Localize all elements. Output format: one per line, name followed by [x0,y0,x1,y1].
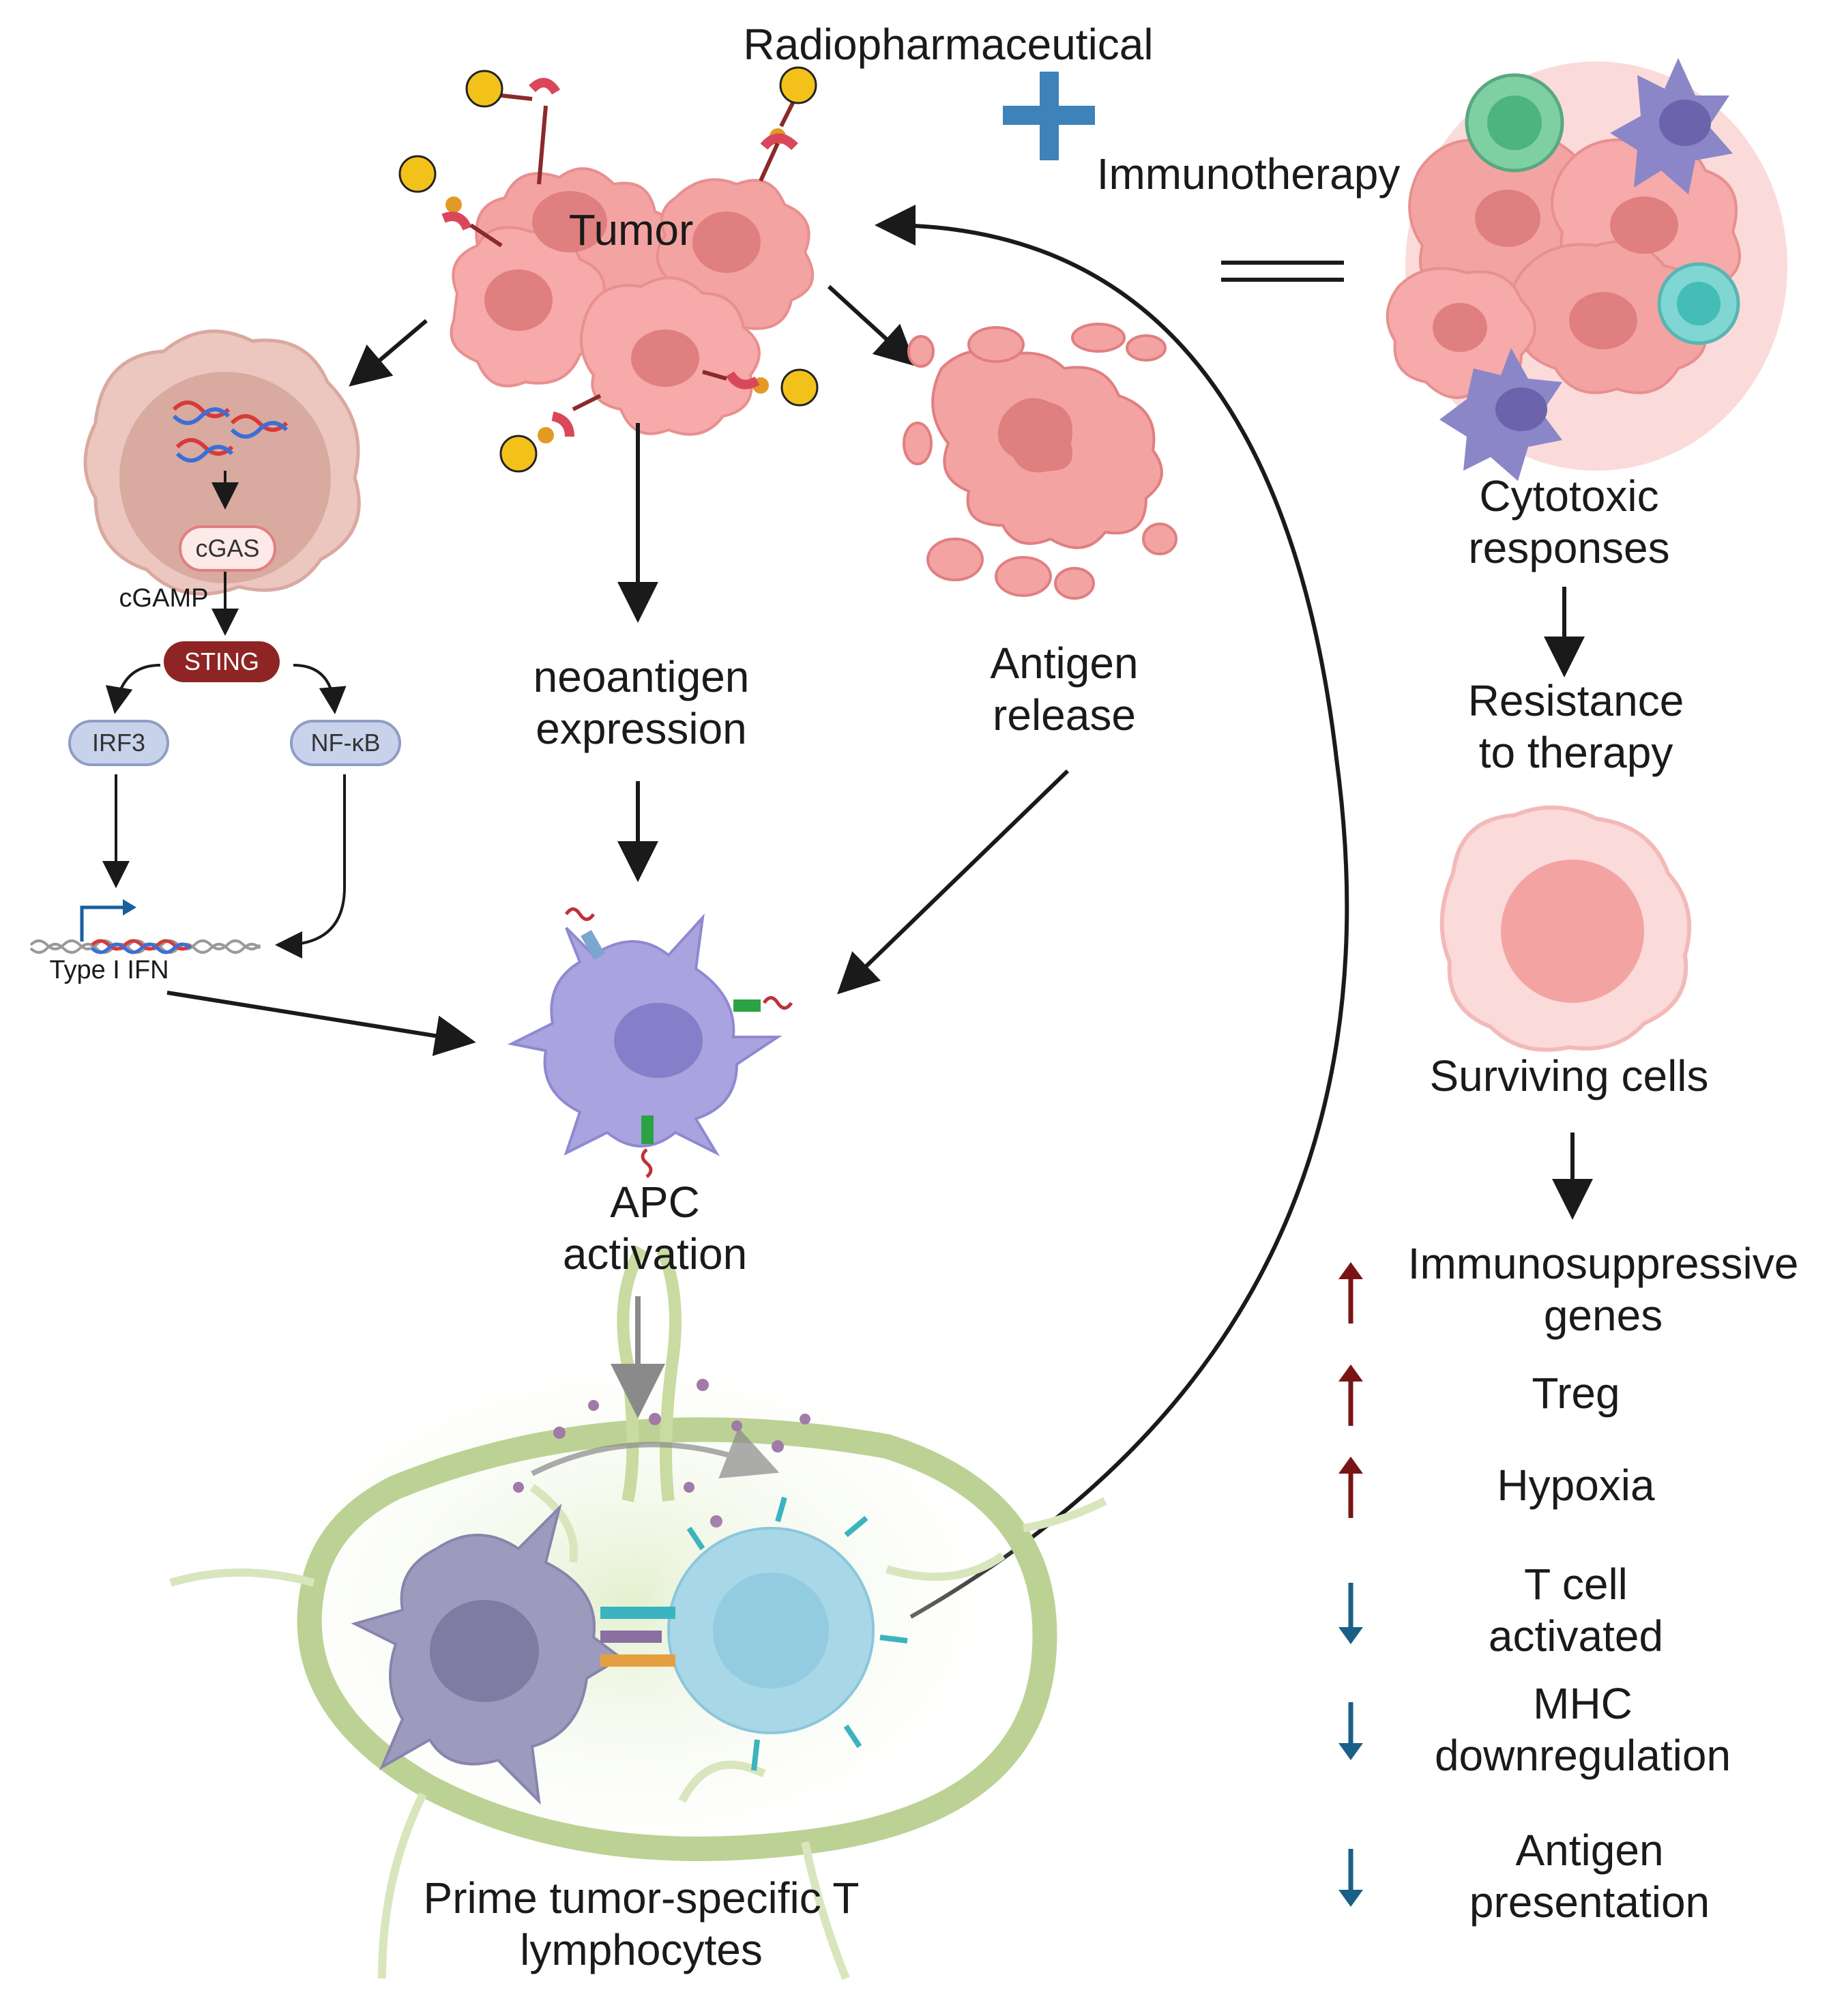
factor-antigen-presentation: Antigen presentation [1469,1826,1710,1927]
factor-mhc-downregulation: MHC downregulation [1434,1679,1731,1780]
tumor-immune-cluster [1386,58,1787,481]
type-i-ifn-label: Type I IFN [49,956,169,984]
antigen-release-fragments [903,323,1177,600]
main-arrows [166,205,1593,1619]
lymph-node [169,1245,1107,1981]
pathway-connectors [102,566,347,959]
plus-icon [1003,72,1095,160]
tumor-label: Tumor [568,205,694,254]
prime-t-lymphocytes-label: Prime tumor-specific T lymphocytes [423,1873,860,1974]
tumor-cluster [450,167,815,436]
neoantigen-label: neoantigen expression [533,652,750,753]
cgamp-label: cGAMP [119,584,209,613]
ifn-gene [29,899,261,954]
surviving-cells-label: Surviving cells [1429,1051,1709,1100]
factor-treg: Treg [1532,1369,1620,1418]
irf3-pill: IRF3 [68,720,169,766]
lymph-dendritic-cell [351,1503,624,1805]
factor-hypoxia: Hypoxia [1497,1461,1655,1510]
factor-arrows [1338,1262,1363,1907]
factor-immunosuppressive: Immunosuppressive genes [1407,1239,1799,1340]
radiopharmaceutical-label: Radiopharmaceutical [743,20,1154,69]
antigen-release-label: Antigen release [990,639,1139,740]
cgas-sting-cell [83,330,361,596]
sting-pill: STING [164,641,280,682]
nfkb-pill: NF-κB [290,720,401,766]
immunotherapy-label: Immunotherapy [1096,149,1401,199]
equals-icon [1221,261,1344,282]
resistance-label: Resistance to therapy [1467,676,1684,777]
factor-t-cell-activated: T cell activated [1488,1560,1664,1661]
radioligand-group [398,66,819,473]
apc-activation-label: APC activation [562,1178,748,1279]
cgas-pill: cGAS [179,525,276,572]
apc-cell [507,907,793,1178]
cytotoxic-responses-label: Cytotoxic responses [1468,471,1670,572]
lymph-t-cell [600,1496,908,1771]
surviving-cell [1439,805,1692,1052]
